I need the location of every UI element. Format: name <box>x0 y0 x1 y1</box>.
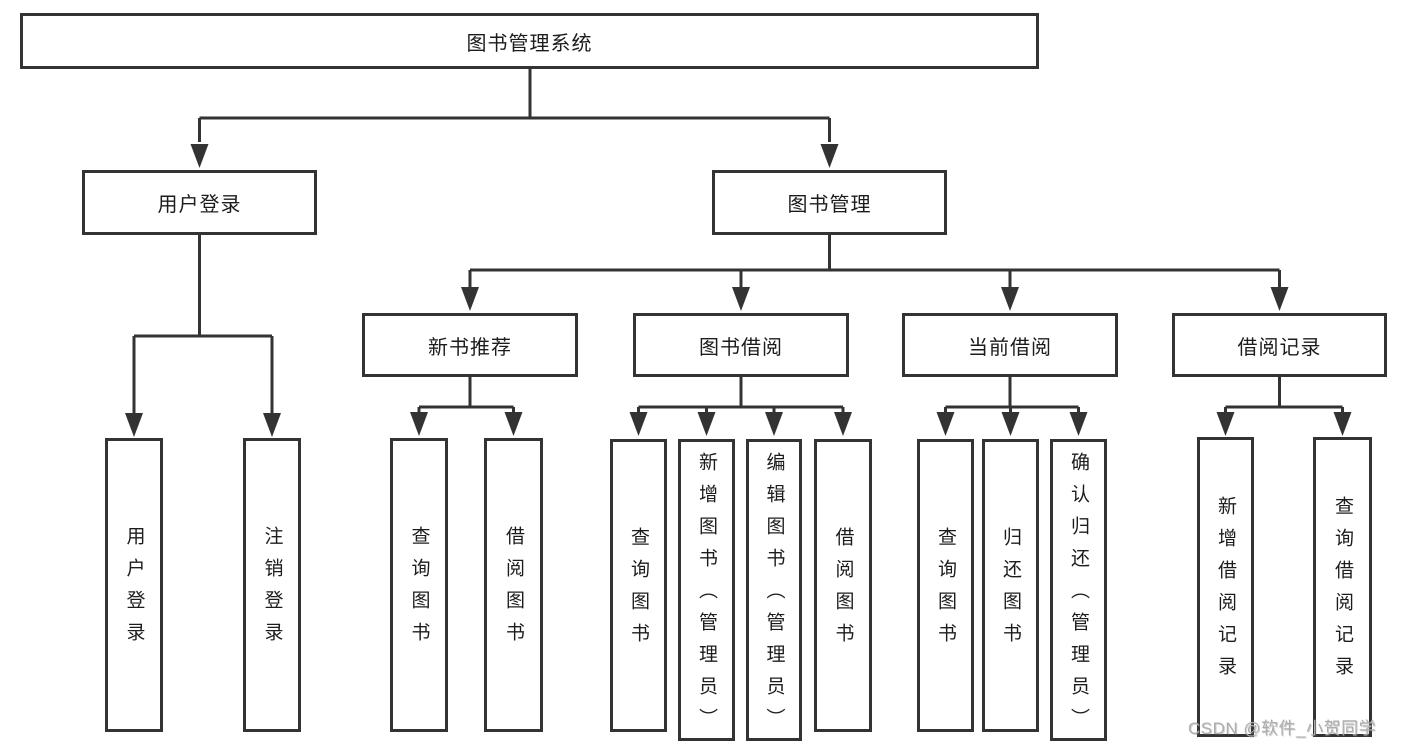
leaf-label: 归还图书 <box>1000 526 1021 655</box>
leaf-borrow-books-recommend: 借阅图书 <box>484 438 543 732</box>
leaf-label: 查询图书 <box>628 526 649 655</box>
node-library-management-system: 图书管理系统 <box>20 13 1039 69</box>
node-current-borrowing: 当前借阅 <box>902 313 1118 377</box>
leaf-query-books-recommend: 查询图书 <box>390 438 448 732</box>
leaf-label: 查询借阅记录 <box>1332 496 1353 688</box>
node-label: 新书推荐 <box>428 336 512 359</box>
leaf-add-borrow-record: 新增借阅记录 <box>1197 437 1254 737</box>
node-label: 用户登录 <box>157 194 242 216</box>
node-label: 当前借阅 <box>968 336 1052 359</box>
node-book-borrowing: 图书借阅 <box>633 313 849 377</box>
node-borrowing-records: 借阅记录 <box>1172 313 1387 377</box>
leaf-confirm-return-admin: 确认归还（管理员） <box>1050 439 1107 741</box>
leaf-label: 借阅图书 <box>832 526 854 655</box>
leaf-label: 借阅图书 <box>503 526 524 654</box>
leaf-label: 查询图书 <box>935 526 956 655</box>
node-label: 借阅记录 <box>1237 336 1322 359</box>
leaf-user-login: 用户登录 <box>105 438 163 732</box>
node-label: 图书管理 <box>787 194 872 216</box>
leaf-edit-book-admin: 编辑图书（管理员） <box>746 439 802 741</box>
leaf-add-book-admin: 新增图书（管理员） <box>678 439 735 741</box>
node-label: 图书管理系统 <box>466 32 593 55</box>
leaf-label: 编辑图书（管理员） <box>763 452 785 740</box>
leaf-query-books-current: 查询图书 <box>917 439 974 732</box>
leaf-label: 确认归还（管理员） <box>1068 452 1089 740</box>
leaf-query-borrow-record: 查询借阅记录 <box>1313 437 1372 737</box>
leaf-borrow-books: 借阅图书 <box>814 439 872 732</box>
node-book-management: 图书管理 <box>712 170 947 235</box>
node-label: 图书借阅 <box>699 336 783 359</box>
leaf-query-books-borrow: 查询图书 <box>610 439 667 732</box>
leaf-label: 新增图书（管理员） <box>696 452 717 740</box>
watermark-text: CSDN @软件_小贺同学 <box>1188 719 1377 738</box>
leaf-label: 用户登录 <box>123 526 145 654</box>
node-user-login: 用户登录 <box>82 170 317 235</box>
leaf-logout: 注销登录 <box>243 438 301 732</box>
leaf-return-books: 归还图书 <box>982 439 1039 732</box>
leaf-label: 注销登录 <box>261 526 283 654</box>
leaf-label: 新增借阅记录 <box>1215 496 1236 688</box>
node-new-book-recommendation: 新书推荐 <box>362 313 578 377</box>
leaf-label: 查询图书 <box>408 526 430 654</box>
